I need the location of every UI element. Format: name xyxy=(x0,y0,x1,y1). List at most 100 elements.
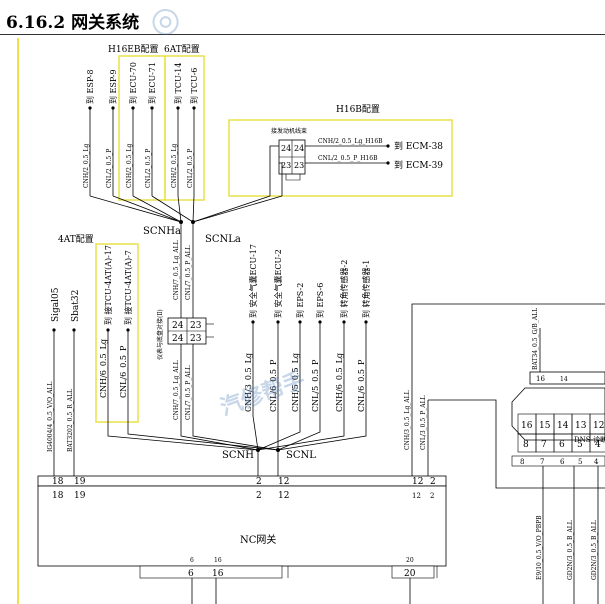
bat-wire-label: BAT34_0.5_G/B_ALL xyxy=(532,308,539,370)
at4-terminal xyxy=(106,328,110,332)
right-wire-l: CNL/3_0.5_P_ALL xyxy=(420,395,427,450)
obd-under-pin: 7 xyxy=(540,458,544,466)
gateway-pin-inner: 2 xyxy=(256,491,262,501)
right-branch-wire-label: CNL/6_0.5_P xyxy=(269,359,278,412)
at4-terminal xyxy=(126,328,130,332)
top-converge xyxy=(89,195,283,223)
top-branch-dest: 到 TCU-6 xyxy=(190,68,199,104)
top-branch-wire-label: CNL/2_0.5_P xyxy=(187,149,194,188)
right-branch-terminal xyxy=(298,320,302,324)
obd-label: DNS-诊断 xyxy=(574,435,605,444)
right-branch-dest: 到 转角传感器-1 xyxy=(361,260,371,318)
gateway-pin-inner: 18 xyxy=(52,491,64,501)
at6-config-label: 6AT配置 xyxy=(164,44,200,55)
right-branch-wire-label: CNH/3_0.5_Lg xyxy=(244,353,253,412)
right-branch-wire-label: CNL/5_0.5_P xyxy=(311,359,320,412)
scnla-label: SCNLa xyxy=(205,234,241,245)
top-branch-dest: 到 ESP-9 xyxy=(109,69,118,104)
mid-pin-1: 24 xyxy=(172,321,184,331)
obd-under-pin: 6 xyxy=(560,458,565,466)
obd-pin: 6 xyxy=(559,440,565,450)
top-branch-wire-label: CNL/2_0.5_P xyxy=(145,149,152,188)
h16b-pin-1: 24 xyxy=(281,144,291,153)
right-side: CNH/3_0.5_Lg_ALL CNL/3_0.5_P_ALL BAT34_0… xyxy=(404,303,605,604)
obd-pin-cell xyxy=(589,433,605,453)
gateway-bottom-pin-6-small: 6 xyxy=(190,557,194,564)
gateway-pin-inner: 12 xyxy=(278,491,289,501)
gateway-pin-top: 18 xyxy=(52,477,64,487)
right-branch-terminal xyxy=(318,320,322,324)
mid-pin-4: 23 xyxy=(190,334,202,344)
left-signal-terminal xyxy=(72,328,76,332)
obd-pin: 7 xyxy=(541,440,547,450)
right-branch-wire-label: CNH/5_0.5_Lg xyxy=(291,353,300,412)
at4-dest: 到 接TCU-4AT(A)-17 xyxy=(103,245,113,325)
right-branch-dest: 到 安全气囊ECU-2 xyxy=(273,249,283,318)
h16b-pin-2: 24 xyxy=(294,144,304,153)
gateway-pin-inner: 2 xyxy=(430,492,434,500)
left-signal-wire-label: BAT3202_0.5_R_ALL xyxy=(67,389,74,452)
mid-connector-label: 仪表与底盘对接(Ⅱ) xyxy=(156,309,164,360)
obd-bottom-wire-label: GD2N/3_0.5_B_ALL xyxy=(591,520,598,580)
section-number: 6.16.2 xyxy=(6,13,66,33)
obd-top-pin-2: 14 xyxy=(560,376,568,383)
top-branch-wire-label: CNH/2_0.5_Lg xyxy=(171,144,178,188)
right-branch-terminal xyxy=(276,320,280,324)
top-branch-terminal xyxy=(111,106,115,110)
top-branch-wire-label: CNH/2_0.5_Lg xyxy=(83,144,90,188)
obd-top-pin-1: 16 xyxy=(536,375,545,383)
obd-pin: 14 xyxy=(557,421,569,431)
gateway-pin-top: 2 xyxy=(256,477,262,487)
right-branch-dest: 到 转角传感器-2 xyxy=(339,260,349,318)
h16b-config-label: H16B配置 xyxy=(336,104,380,115)
obd-pin: 12 xyxy=(593,421,604,431)
h16b-block: 接发动机线束 24 24 23 23 CNH/2_0.5_Lg_H16B CNL… xyxy=(269,127,443,196)
at4-config-label: 4AT配置 xyxy=(58,234,94,245)
right-branch-terminal xyxy=(251,320,255,324)
obd-under-pin: 4 xyxy=(594,458,599,466)
at6-config-box xyxy=(164,55,205,201)
top-branch-terminal xyxy=(176,106,180,110)
gateway-pin-strip xyxy=(37,475,447,487)
at4-wire-label: CNL/6_0.5_P xyxy=(119,345,128,398)
gateway-label: NC网关 xyxy=(240,533,276,546)
top-branch-terminal xyxy=(88,106,92,110)
obd-pin-strip xyxy=(511,455,605,467)
middle-run: CNH/7_0.5_Lg_ALL CNL/7_0.5_P_ALL 仪表与底盘对接… xyxy=(156,222,214,420)
section-heading: 6.16.2 网关系统 xyxy=(6,8,139,33)
bottom-converge xyxy=(107,408,367,451)
left-signals: Sigal05IG4004/4_0.5_V/O_ALLSbat32BAT3202… xyxy=(47,287,81,476)
top-branch-wire-label: CNL/2_0.5_P xyxy=(106,149,113,188)
h16eb-config-label: H16EB配置 xyxy=(108,44,159,55)
at4-wire-label: CNH/6_0.5_Lg xyxy=(99,339,108,398)
obd-bottom-wire-label: E9/10_0.5_V/O_PBPB xyxy=(536,515,543,580)
h16b-wire-l: CNL/2_0.5_P_H16B xyxy=(318,155,378,162)
top-branch-terminal xyxy=(131,106,135,110)
gateway-pin-top: 12 xyxy=(278,477,289,487)
h16b-dest-ecm39: 到 ECM-39 xyxy=(394,159,443,171)
mid-pin-3: 24 xyxy=(172,334,184,344)
obd-under-pin: 5 xyxy=(578,458,582,466)
right-branch-wire-label: CNH/6_0.5_Lg xyxy=(335,353,344,412)
mid-lower-wire-h: CNH/7_0.5_Lg_ALL xyxy=(173,360,180,420)
left-signal-terminal xyxy=(52,328,56,332)
mid-pin-2: 23 xyxy=(190,321,202,331)
title-rule xyxy=(0,34,605,35)
gateway-body xyxy=(37,485,447,567)
right-wire-h: CNH/3_0.5_Lg_ALL xyxy=(404,390,411,450)
left-signal-name: Sbat32 xyxy=(71,290,81,322)
h16b-config-box xyxy=(228,119,453,197)
gateway-bottom-pin-16-small: 16 xyxy=(214,557,222,564)
obd-top-bar xyxy=(529,371,605,385)
right-branch-wire-label: CNL/6_0.5_P xyxy=(357,359,366,412)
section-title: 网关系统 xyxy=(71,13,140,33)
gateway-bottom-pin-20: 20 xyxy=(404,569,416,579)
top-branch-terminal xyxy=(192,106,196,110)
gateway-pin-inner: 19 xyxy=(74,491,86,501)
top-branch-dest: 到 ECU-71 xyxy=(148,62,157,104)
